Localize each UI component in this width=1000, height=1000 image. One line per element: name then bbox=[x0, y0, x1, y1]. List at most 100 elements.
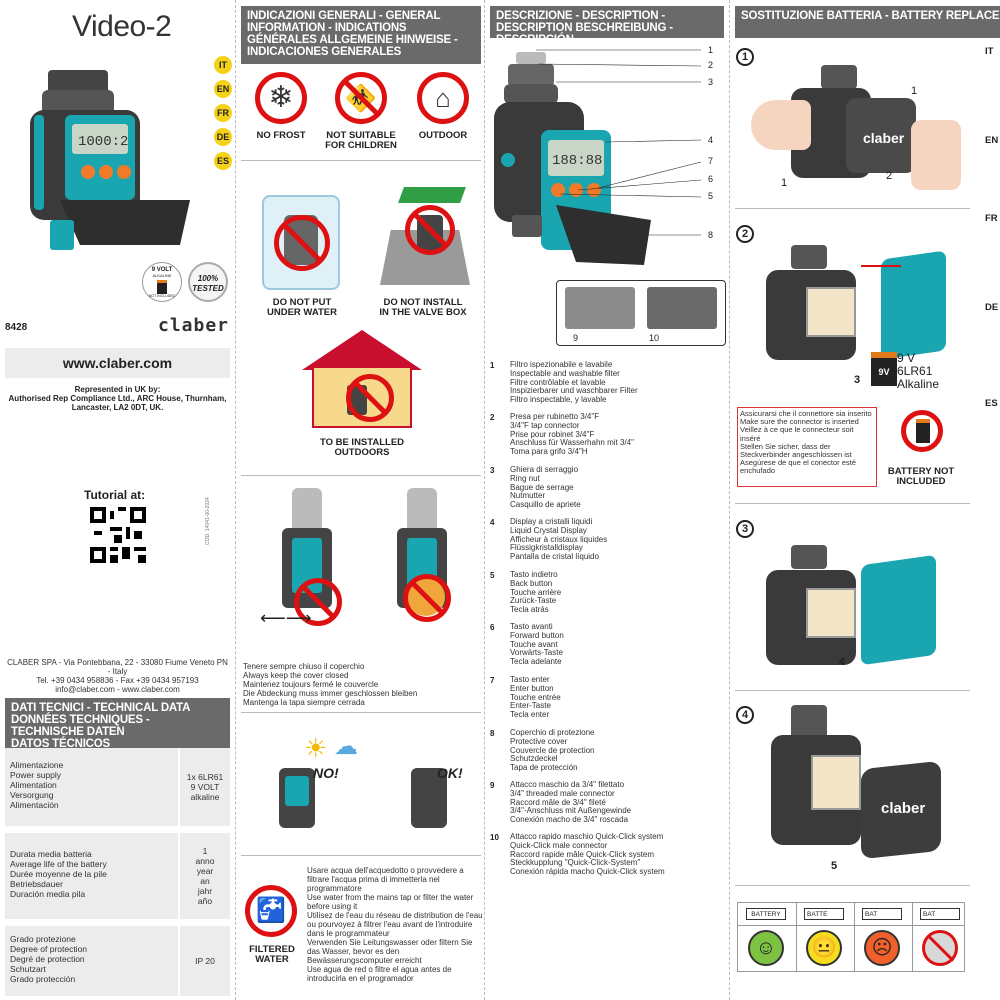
column-description: DESCRIZIONE - DESCRIPTION - DESCRIPTION … bbox=[486, 0, 730, 1000]
happy-face-icon: ☺ bbox=[748, 930, 784, 966]
prohibited-icon bbox=[403, 574, 451, 622]
valvebox-illustration bbox=[375, 185, 475, 290]
callout-3: 3 bbox=[708, 77, 714, 87]
callout-1: 1 bbox=[708, 45, 714, 55]
company-address: CLABER SPA - Via Pontebbana, 22 - 33080 … bbox=[7, 658, 228, 694]
claber-logo: claber bbox=[881, 800, 926, 817]
prohibited-icon bbox=[346, 374, 394, 422]
prohibited-icon bbox=[405, 205, 455, 255]
tutorial-label: Tutorial at: bbox=[84, 488, 146, 502]
cover-open-illustration: ⟵⟶ bbox=[260, 488, 357, 638]
battery-not-included-icon bbox=[901, 410, 943, 452]
battery-level-high: BATTE bbox=[804, 908, 844, 920]
lang-badge-en: EN bbox=[214, 80, 232, 98]
cloud-icon: ☁ bbox=[334, 733, 358, 760]
faucet-closed-illustration bbox=[397, 728, 477, 838]
divider bbox=[738, 925, 964, 926]
divider bbox=[735, 690, 970, 691]
arrow-1a: 1 bbox=[911, 85, 918, 97]
tech-label: Alimentazione Power supply Alimentation … bbox=[10, 760, 64, 810]
uk-representative: Represented in UK by: Authorised Rep Com… bbox=[8, 385, 227, 412]
divider bbox=[735, 208, 970, 209]
connector-note-box: Assicurarsi che il connettore sia inseri… bbox=[737, 407, 877, 487]
sun-icon: ☀ bbox=[304, 733, 328, 763]
filter-instructions: Usare acqua dell'acquedotto o provvedere… bbox=[307, 866, 483, 983]
side-lang-de: DE bbox=[985, 302, 999, 313]
prohibited-icon bbox=[294, 578, 342, 626]
arrow-3: 3 bbox=[854, 374, 861, 386]
detail-9: 9 bbox=[573, 333, 579, 343]
tech-label: Grado protezione Degree of protection De… bbox=[10, 934, 88, 984]
prohibited-icon bbox=[274, 215, 330, 271]
claber-logo: claber bbox=[863, 130, 905, 146]
product-illustration: 1000:2 bbox=[20, 60, 200, 255]
battery-level-table: BATTERY BATTE BAT BAT ☺ 😐 ☹ bbox=[737, 902, 965, 972]
neutral-face-icon: 😐 bbox=[806, 930, 842, 966]
battery-dead-icon bbox=[922, 930, 958, 966]
side-lang-en: EN bbox=[985, 135, 999, 146]
lang-badge-de: DE bbox=[214, 128, 232, 146]
step-4: 4 bbox=[736, 706, 754, 724]
callout-6: 6 bbox=[708, 174, 714, 184]
tech-row-protection: Grado protezione Degree of protection De… bbox=[5, 926, 230, 996]
website-box: www.claber.com bbox=[5, 348, 230, 378]
tech-row-power: Alimentazione Power supply Alimentation … bbox=[5, 748, 230, 826]
outdoor-label: OUTDOOR bbox=[418, 130, 468, 141]
cover-instructions: Tenere sempre chiuso il coperchio Always… bbox=[243, 662, 418, 707]
no-label: NO! bbox=[313, 765, 339, 781]
side-lang-es: ES bbox=[985, 398, 998, 409]
divider bbox=[912, 903, 913, 971]
tested-badge: 100% TESTED bbox=[188, 262, 228, 302]
connector-detail-box: 9 10 bbox=[556, 280, 726, 346]
house-illustration bbox=[302, 330, 422, 430]
step4-illustration: claber bbox=[761, 705, 971, 865]
claber-logo: claber bbox=[158, 315, 230, 336]
step-2: 2 bbox=[736, 225, 754, 243]
step-3: 3 bbox=[736, 520, 754, 538]
arrow-1b: 1 bbox=[781, 177, 788, 189]
filtered-water-icon: 🚰 bbox=[245, 885, 297, 937]
arrow-4: 4 bbox=[839, 656, 846, 668]
product-title: Video-2 bbox=[72, 10, 172, 43]
tech-value: 1x 6LR61 9 VOLT alkaline bbox=[178, 748, 230, 826]
qr-code[interactable] bbox=[90, 507, 146, 563]
callout-2: 2 bbox=[708, 60, 714, 70]
filtered-water-label: FILTERED WATER bbox=[249, 944, 295, 965]
callout-8: 8 bbox=[708, 230, 714, 240]
tech-data-header: DATI TECNICI - TECHNICAL DATA DONNÉES TE… bbox=[5, 698, 230, 754]
product-code: 8428 bbox=[5, 322, 28, 333]
battery-level-low: BAT bbox=[862, 908, 902, 920]
no-children-icon: 🚸 bbox=[335, 72, 387, 124]
no-children-label: NOT SUITABLE FOR CHILDREN bbox=[325, 130, 397, 151]
ok-label: OK! bbox=[437, 765, 463, 781]
battery-icon bbox=[157, 280, 167, 294]
arrow-2: 2 bbox=[886, 170, 893, 182]
step1-illustration: claber bbox=[751, 60, 961, 200]
installed-outdoors-label: TO BE INSTALLED OUTDOORS bbox=[319, 437, 405, 458]
tech-value: IP 20 bbox=[178, 926, 230, 996]
lang-badge-es: ES bbox=[214, 152, 232, 170]
column-general-info: INDICAZIONI GENERALI - GENERAL INFORMATI… bbox=[237, 0, 485, 1000]
battery-header: SOSTITUZIONE BATTERIA - BATTERY REPLACEM… bbox=[735, 6, 1000, 38]
divider bbox=[735, 885, 970, 886]
battery-9v: 9V bbox=[871, 352, 897, 386]
device-diagram: 188:88 bbox=[486, 40, 730, 280]
divider bbox=[241, 855, 481, 856]
divider bbox=[735, 503, 970, 504]
step2-illustration bbox=[761, 235, 961, 365]
website-link[interactable]: www.claber.com bbox=[62, 355, 173, 371]
arrow-5: 5 bbox=[831, 860, 838, 872]
side-lang-fr: FR bbox=[985, 213, 998, 224]
callout-7: 7 bbox=[708, 156, 714, 166]
tech-row-battery-life: Durata media batteria Average life of th… bbox=[5, 833, 230, 919]
callout-5: 5 bbox=[708, 191, 714, 201]
sad-face-icon: ☹ bbox=[864, 930, 900, 966]
no-frost-label: NO FROST bbox=[256, 130, 306, 141]
connector-note: Assicurarsi che il connettore sia inseri… bbox=[740, 409, 872, 476]
no-underwater-label: DO NOT PUT UNDER WATER bbox=[266, 297, 338, 318]
divider bbox=[796, 903, 797, 971]
callout-4: 4 bbox=[708, 135, 714, 145]
step3-illustration bbox=[761, 540, 961, 670]
description-header: DESCRIZIONE - DESCRIPTION - DESCRIPTION … bbox=[490, 6, 724, 46]
divider bbox=[241, 712, 481, 713]
